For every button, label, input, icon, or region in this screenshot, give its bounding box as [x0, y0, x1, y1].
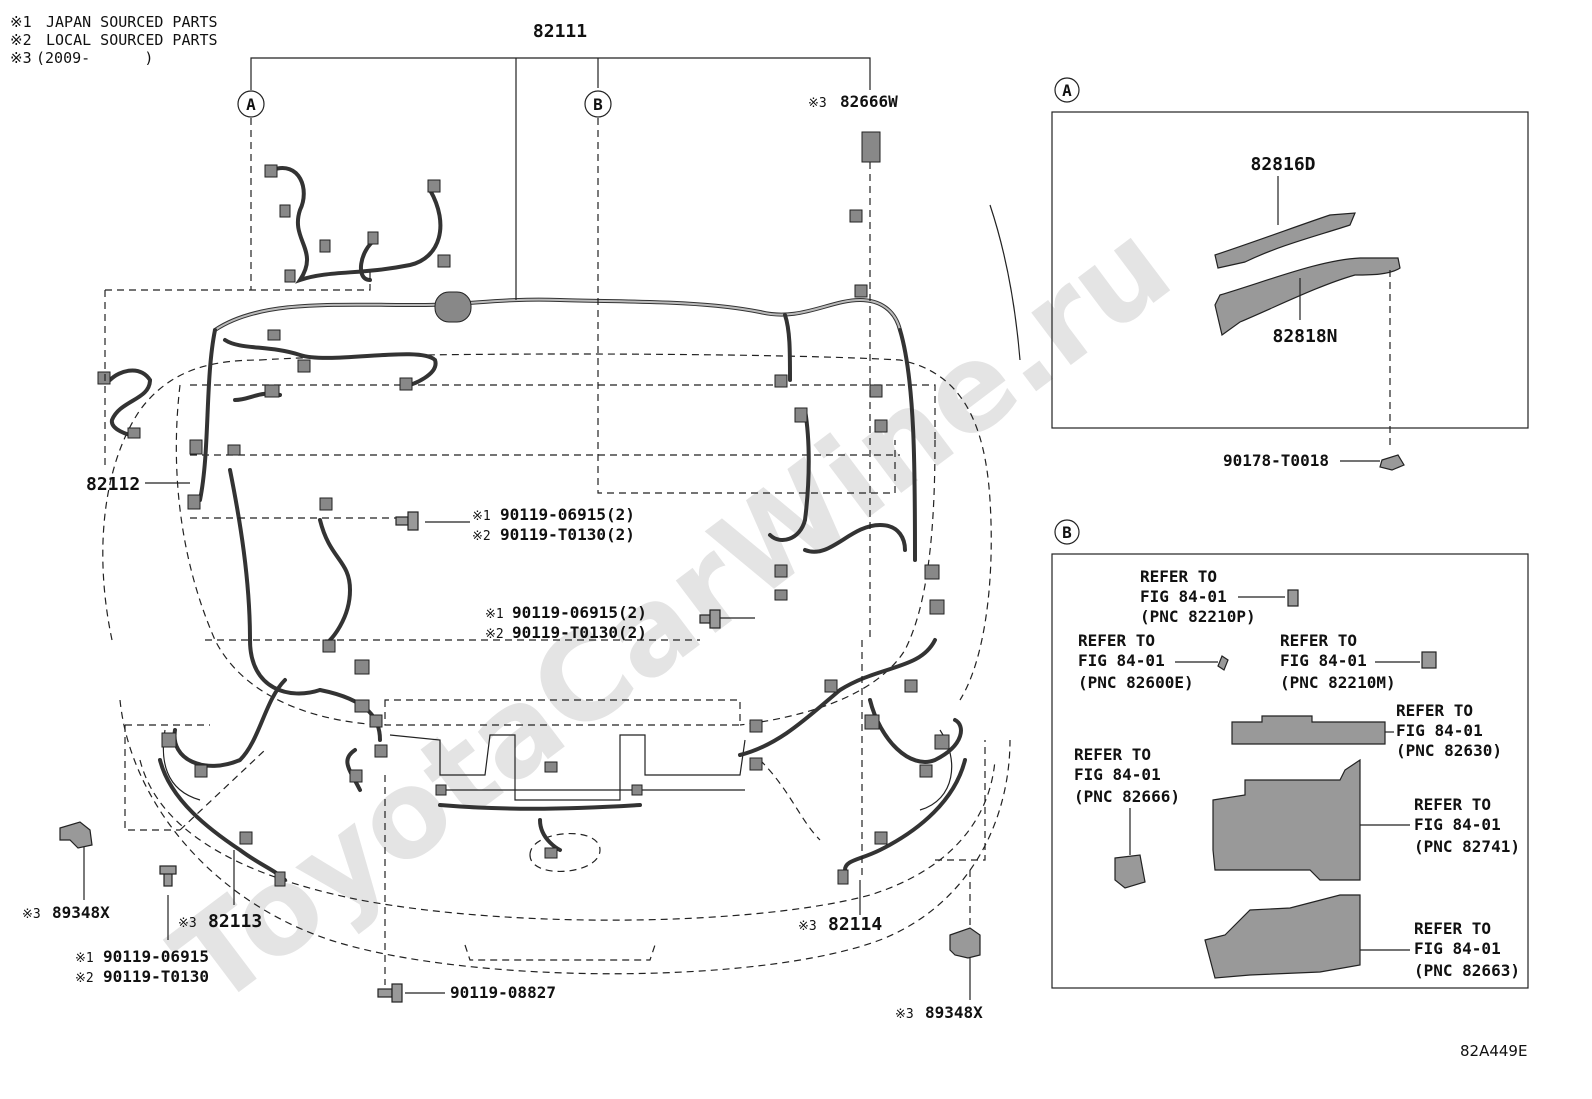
ref-82741-line2: FIG 84-01	[1414, 815, 1501, 834]
part-label-bolt-upper-1: 90119-06915(2)	[500, 505, 635, 524]
bolt-90119-08827	[377, 983, 403, 1003]
part-label-82666w: 82666W	[840, 92, 898, 111]
bolt-lower	[159, 865, 177, 887]
bolt-upper	[395, 511, 419, 531]
figure-code: 82A449E	[1460, 1042, 1527, 1060]
leader-lines	[83, 57, 986, 1000]
main-harness	[108, 166, 967, 882]
part-label-82816d: 82816D	[1250, 154, 1315, 175]
bolt-mid	[699, 609, 721, 629]
mark-89348x-left: ※3	[22, 907, 41, 922]
vehicle-body-outline	[102, 204, 1021, 975]
note-2-text: LOCAL SOURCED PARTS	[46, 31, 218, 49]
ref-82210m-line2: FIG 84-01	[1280, 651, 1367, 670]
ref-82210p-line1: REFER TO	[1140, 567, 1217, 586]
part-label-bolt-low-1: 90119-06915	[103, 947, 209, 966]
fasteners	[59, 511, 981, 1003]
ref-82630-line1: REFER TO	[1396, 701, 1473, 720]
part-label-82818n: 82818N	[1272, 326, 1337, 347]
note-1-text: JAPAN SOURCED PARTS	[46, 13, 218, 31]
mark-bolt-upper-2: ※2	[472, 529, 491, 544]
watermark: ToyotaCarWine.ru	[149, 196, 1196, 1033]
ref-82600e-line1: REFER TO	[1078, 631, 1155, 650]
part-label-bolt-mid-2: 90119-T0130(2)	[512, 623, 647, 642]
part-label-82111: 82111	[533, 21, 587, 42]
part-label-89348x-left: 89348X	[52, 903, 110, 922]
ref-82663-line1: REFER TO	[1414, 919, 1491, 938]
ref-82666-line1: REFER TO	[1074, 745, 1151, 764]
ref-82210p-line3: (PNC 82210P)	[1140, 607, 1256, 626]
ref-82210p-line2: FIG 84-01	[1140, 587, 1227, 606]
ref-82630-line2: FIG 84-01	[1396, 721, 1483, 740]
ref-82741-line1: REFER TO	[1414, 795, 1491, 814]
box-a-callout: A	[1062, 81, 1072, 100]
detail-box-a: A 82816D 82818N 90178-T0018	[1051, 77, 1529, 471]
part-label-82114: 82114	[828, 914, 882, 935]
part-label-90119-08827: 90119-08827	[450, 983, 556, 1002]
part-label-90178-t0018: 90178-T0018	[1223, 451, 1329, 470]
box-b-callout: B	[1062, 523, 1072, 542]
part-label-82112: 82112	[86, 474, 140, 495]
mark-bolt-low-1: ※1	[75, 951, 94, 966]
ref-82600e-line3: (PNC 82600E)	[1078, 673, 1194, 692]
note-1-mark: ※1	[10, 13, 32, 31]
notes-legend: ※1 JAPAN SOURCED PARTS ※2 LOCAL SOURCED …	[10, 13, 218, 67]
connectors	[97, 131, 950, 887]
mark-82114: ※3	[798, 919, 817, 934]
mark-82666w: ※3	[808, 96, 827, 111]
ref-82663-line2: FIG 84-01	[1414, 939, 1501, 958]
ref-82666-line3: (PNC 82666)	[1074, 787, 1180, 806]
callout-a-label: A	[246, 95, 256, 114]
callout-b-main: B	[584, 90, 612, 118]
mark-82113: ※3	[178, 916, 197, 931]
note-3-text: (2009- )	[36, 49, 153, 67]
ref-82630-line3: (PNC 82630)	[1396, 741, 1502, 760]
note-3-mark: ※3	[10, 49, 32, 67]
bracket-89348x-left	[59, 821, 93, 849]
ref-82600e-line2: FIG 84-01	[1078, 651, 1165, 670]
part-label-89348x-right: 89348X	[925, 1003, 983, 1022]
note-2-mark: ※2	[10, 31, 32, 49]
ref-82210m-line3: (PNC 82210M)	[1280, 673, 1396, 692]
part-label-82113: 82113	[208, 911, 262, 932]
mark-bolt-mid-1: ※1	[485, 607, 504, 622]
ref-82210m-line1: REFER TO	[1280, 631, 1357, 650]
ref-82666-line2: FIG 84-01	[1074, 765, 1161, 784]
mark-bolt-upper-1: ※1	[472, 509, 491, 524]
detail-box-b: B REFER TO FIG 84-01 (PNC 82210P) REFER …	[1051, 519, 1529, 989]
part-label-bolt-upper-2: 90119-T0130(2)	[500, 525, 635, 544]
mark-bolt-mid-2: ※2	[485, 627, 504, 642]
mark-bolt-low-2: ※2	[75, 971, 94, 986]
bracket-89348x-right	[949, 927, 981, 959]
part-label-bolt-low-2: 90119-T0130	[103, 967, 209, 986]
mark-89348x-right: ※3	[895, 1007, 914, 1022]
callout-b-label: B	[593, 95, 603, 114]
part-label-bolt-mid-1: 90119-06915(2)	[512, 603, 647, 622]
callout-a-main: A	[237, 90, 265, 118]
ref-82741-line3: (PNC 82741)	[1414, 837, 1520, 856]
ref-82663-line3: (PNC 82663)	[1414, 961, 1520, 980]
